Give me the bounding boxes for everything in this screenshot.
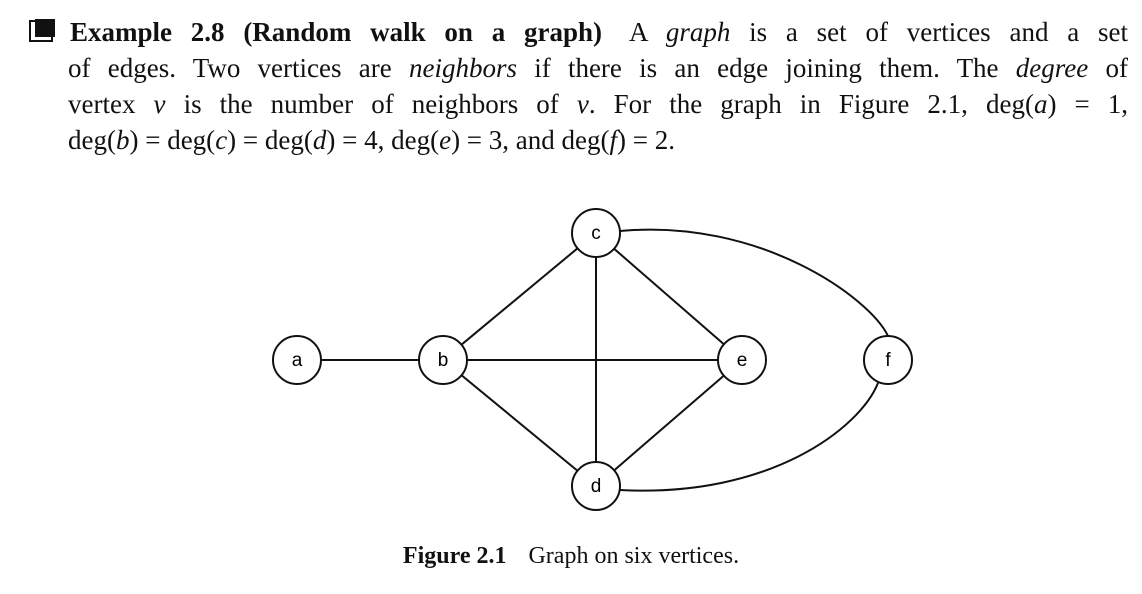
vertex-b: b <box>418 335 468 385</box>
caption-number: Figure 2.1 <box>402 543 507 569</box>
term-degree: degree <box>1015 53 1089 83</box>
vertex-label-d: d <box>591 476 602 497</box>
vertex-c: c <box>571 208 621 258</box>
vertex-label-f: f <box>885 350 891 371</box>
example-paragraph: Example 2.8 (Random walk on a graph) A g… <box>28 14 1128 158</box>
vertex-a: a <box>272 335 322 385</box>
edge-d-f <box>619 382 879 492</box>
edge-c-f <box>619 228 889 337</box>
edge-b-c <box>460 247 579 346</box>
example-line-1: Example 2.8 (Random walk on a graph) A g… <box>28 14 1128 50</box>
vertex-label-c: c <box>591 223 601 244</box>
example-block: Example 2.8 (Random walk on a graph) A g… <box>28 14 1128 158</box>
graph-diagram: a b c d e f <box>272 208 913 511</box>
end-of-proof-square-icon <box>28 16 62 42</box>
vertex-label-e: e <box>737 350 748 371</box>
example-line-2: of edges. Two vertices are neighbors if … <box>68 53 1128 83</box>
vertex-label-b: b <box>438 350 449 371</box>
figure-2-1: a b c d e f <box>0 198 1142 538</box>
vertex-e: e <box>717 335 767 385</box>
figure-caption: Figure 2.1 Graph on six vertices. <box>0 540 1142 572</box>
edge-d-e <box>613 374 725 472</box>
vertex-f: f <box>863 335 913 385</box>
edge-c-e <box>613 247 725 346</box>
example-heading: Example 2.8 (Random walk on a graph) <box>70 17 603 47</box>
caption-text: Graph on six vertices. <box>528 543 740 569</box>
example-line-3: vertex v is the number of neighbors of v… <box>68 89 1129 119</box>
edge-b-d <box>460 374 579 472</box>
term-neighbors: neighbors <box>408 53 517 83</box>
example-line-4: deg(b) = deg(c) = deg(d) = 4, deg(e) = 3… <box>68 125 675 155</box>
term-graph: graph <box>665 17 731 47</box>
vertex-label-a: a <box>292 350 303 371</box>
vertex-d: d <box>571 461 621 511</box>
